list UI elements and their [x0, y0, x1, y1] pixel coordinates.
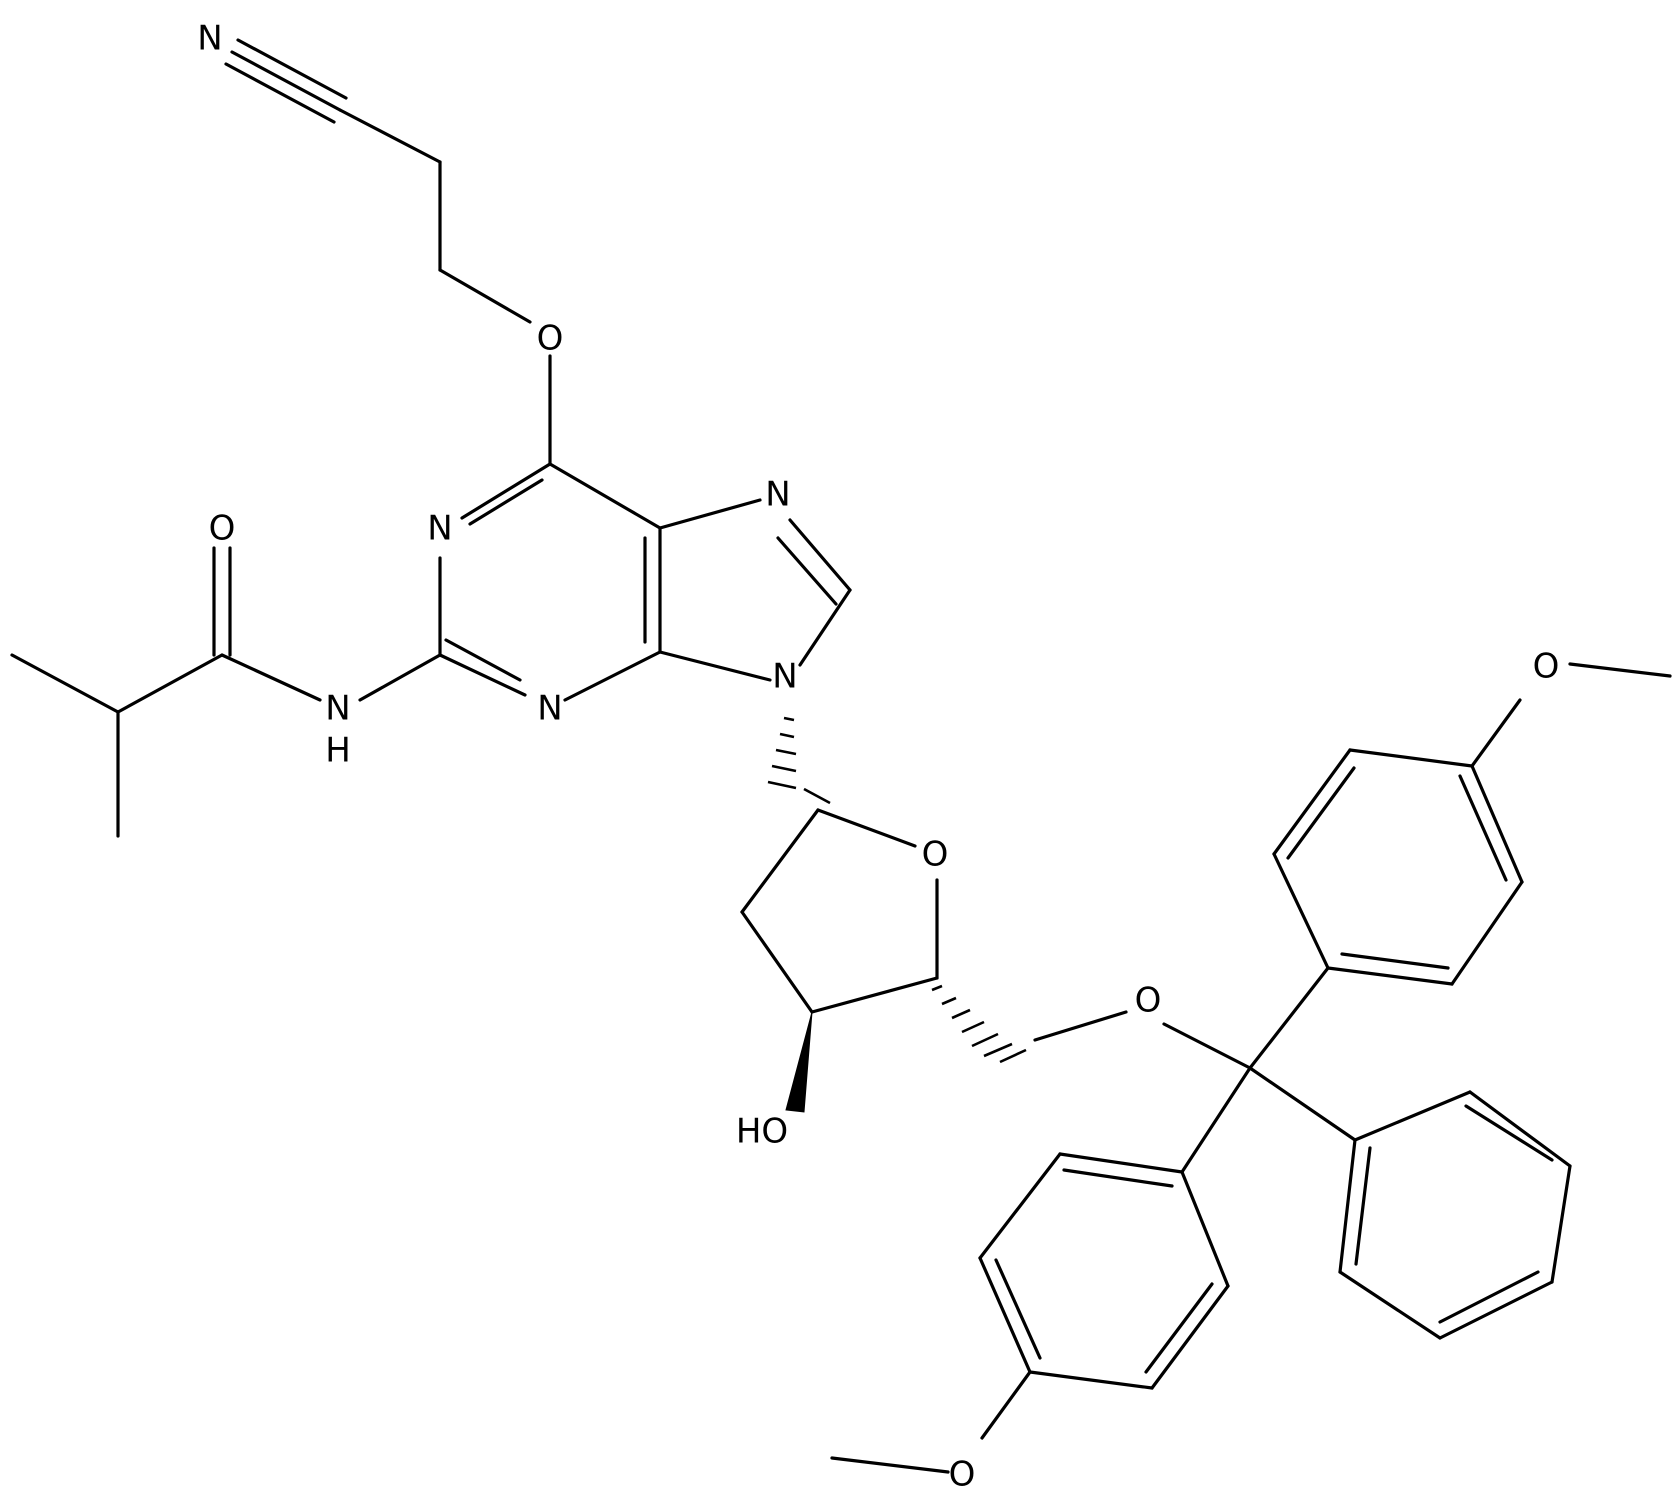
atom-o-methoxy-bottom: O — [949, 1455, 976, 1495]
atom-o-ring: O — [922, 835, 949, 875]
atom-n3: N — [537, 689, 562, 729]
atom-n1: N — [427, 509, 452, 549]
atom-o-dmt: O — [1135, 981, 1162, 1021]
atom-o-methoxy-top: O — [1533, 647, 1560, 687]
atom-o-amide: O — [209, 509, 236, 549]
atom-n9: N — [772, 657, 797, 697]
wedge-bond-c3-oh — [785, 1011, 813, 1113]
atom-n7: N — [765, 475, 790, 515]
hashed-bond-c4-c5 — [931, 984, 1027, 1064]
atom-o-ether: O — [537, 319, 564, 359]
atom-n-nitrile: N — [197, 19, 222, 59]
bond-layer — [10, 38, 1672, 1474]
stereo-bonds — [767, 716, 1027, 1113]
hashed-bond-n9-c1 — [767, 716, 831, 805]
atom-n-amide: N — [325, 689, 350, 729]
atom-oh: HO — [736, 1112, 788, 1152]
atom-labels: N O N N N N O N H O HO O O O — [197, 19, 1559, 1495]
atom-h-amide: H — [325, 731, 351, 771]
